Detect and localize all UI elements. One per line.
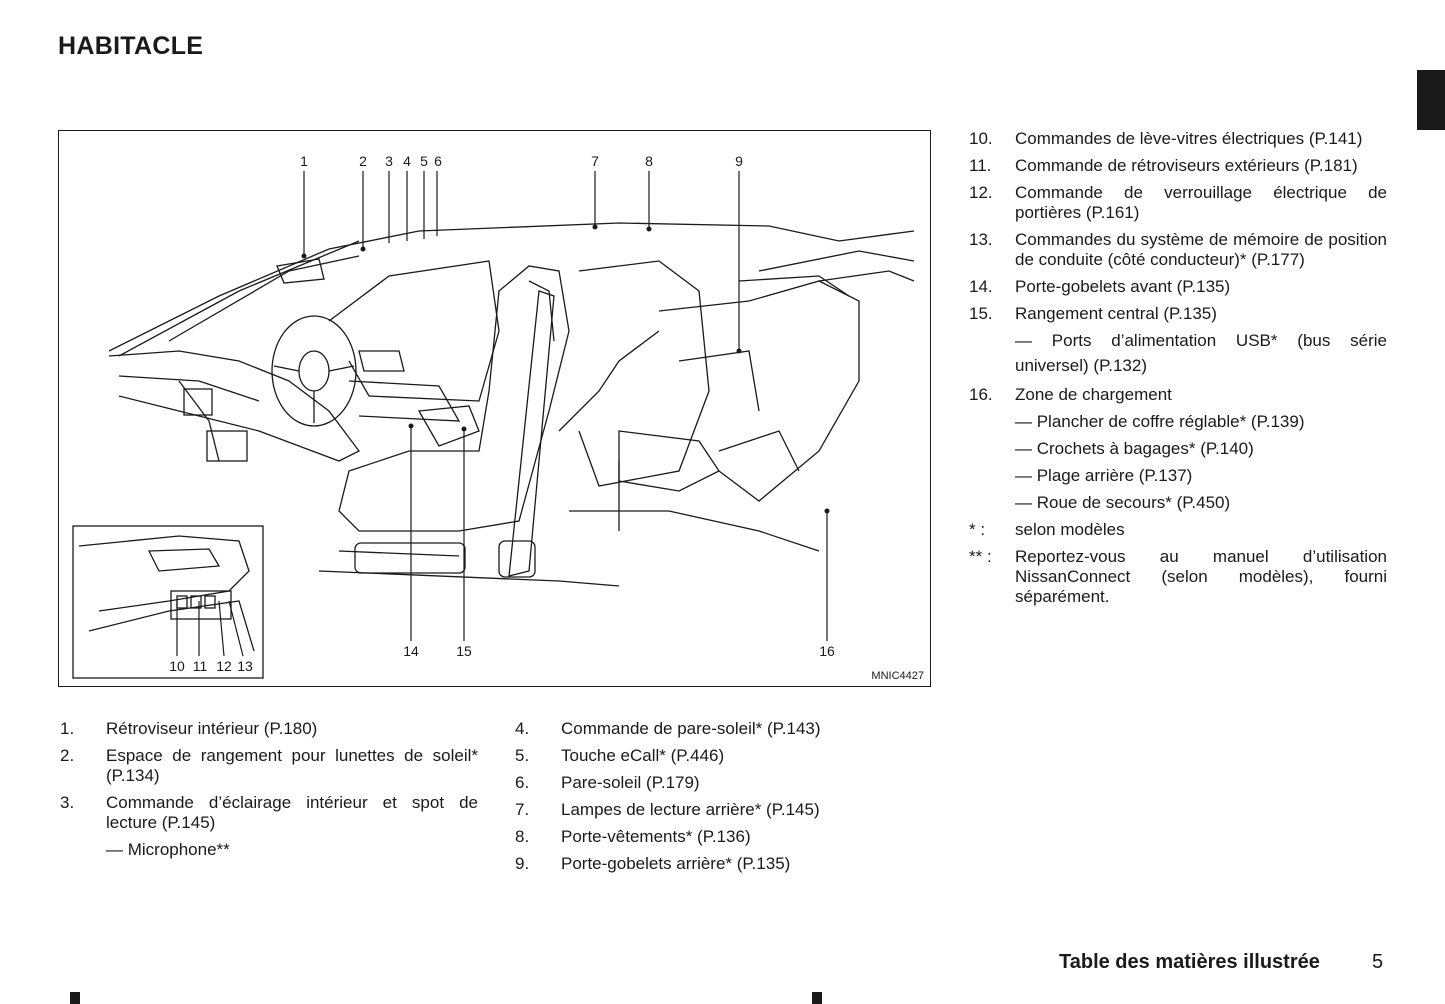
list-item: 4. Commande de pare-soleil* (P.143) (515, 719, 821, 738)
callout-5: 5 (420, 153, 428, 169)
interior-illustration: 1 2 3 4 5 6 7 8 9 10 11 12 13 14 15 16 M… (58, 130, 931, 687)
sub-item: — Plage arrière (P.137) (1015, 466, 1193, 485)
callout-12: 12 (216, 658, 232, 674)
list-item: 16. Zone de chargement (969, 385, 1172, 404)
callout-16: 16 (819, 643, 835, 659)
list-item: 11. Commande de rétroviseurs extérieurs … (969, 156, 1358, 175)
callout-11: 11 (193, 658, 208, 674)
sub-item: — Roue de secours* (P.450) (1015, 493, 1231, 512)
list-item: 2. Espace de rangement pour lunettes de … (60, 746, 478, 785)
left-list: 1. Rétroviseur intérieur (P.180) 2. Espa… (60, 719, 478, 867)
right-list: 10. Commandes de lève-vitres électriques… (969, 129, 1387, 614)
note-item: * : selon modèles (969, 520, 1125, 539)
list-item: 3. Commande d’éclairage intérieur et spo… (60, 793, 478, 832)
crop-mark (70, 992, 80, 1004)
list-item: 12. Commande de verrouillage électrique … (969, 183, 1387, 222)
list-item: 6. Pare-soleil (P.179) (515, 773, 700, 792)
list-item: 13. Commandes du système de mémoire de p… (969, 230, 1387, 269)
crop-mark (812, 992, 822, 1004)
sub-item: — Plancher de coffre réglable* (P.139) (1015, 412, 1305, 431)
callout-4: 4 (403, 153, 411, 169)
callout-7: 7 (591, 153, 599, 169)
sub-item-microphone: — Microphone** (106, 840, 230, 859)
list-item: 14. Porte-gobelets avant (P.135) (969, 277, 1231, 296)
list-item: 8. Porte-vêtements* (P.136) (515, 827, 751, 846)
middle-list: 4. Commande de pare-soleil* (P.143) 5. T… (515, 719, 895, 881)
section-tab (1417, 70, 1445, 130)
callout-2: 2 (359, 153, 367, 169)
note-item: ** : Reportez-vous au manuel d’utilisati… (969, 547, 1387, 606)
callout-1: 1 (300, 153, 308, 169)
list-item: 5. Touche eCall* (P.446) (515, 746, 725, 765)
sub-item-usb: — Ports d’alimentation USB* (bus série (1015, 331, 1387, 350)
sub-item: — Crochets à bagages* (P.140) (1015, 439, 1254, 458)
callout-3: 3 (385, 153, 393, 169)
list-item: 10. Commandes de lève-vitres électriques… (969, 129, 1363, 148)
page-title: HABITACLE (58, 32, 204, 60)
list-item: 9. Porte-gobelets arrière* (P.135) (515, 854, 791, 873)
footer-title: Table des matières illustrée (1059, 951, 1320, 973)
sub-item-usb-cont: universel) (P.132) (1015, 356, 1147, 375)
callout-6: 6 (434, 153, 442, 169)
callout-14: 14 (403, 643, 419, 659)
list-item: 1. Rétroviseur intérieur (P.180) (60, 719, 318, 738)
page-number: 5 (1372, 951, 1384, 973)
callout-8: 8 (645, 153, 653, 169)
callout-9: 9 (735, 153, 743, 169)
cabin-drawing: 1 2 3 4 5 6 7 8 9 10 11 12 13 14 15 16 (72, 153, 915, 679)
list-item: 7. Lampes de lecture arrière* (P.145) (515, 800, 820, 819)
list-item: 15. Rangement central (P.135) (969, 304, 1217, 323)
callout-15: 15 (456, 643, 472, 659)
callout-13: 13 (237, 658, 253, 674)
figure-code: MNIC4427 (871, 670, 924, 682)
callout-10: 10 (169, 658, 185, 674)
